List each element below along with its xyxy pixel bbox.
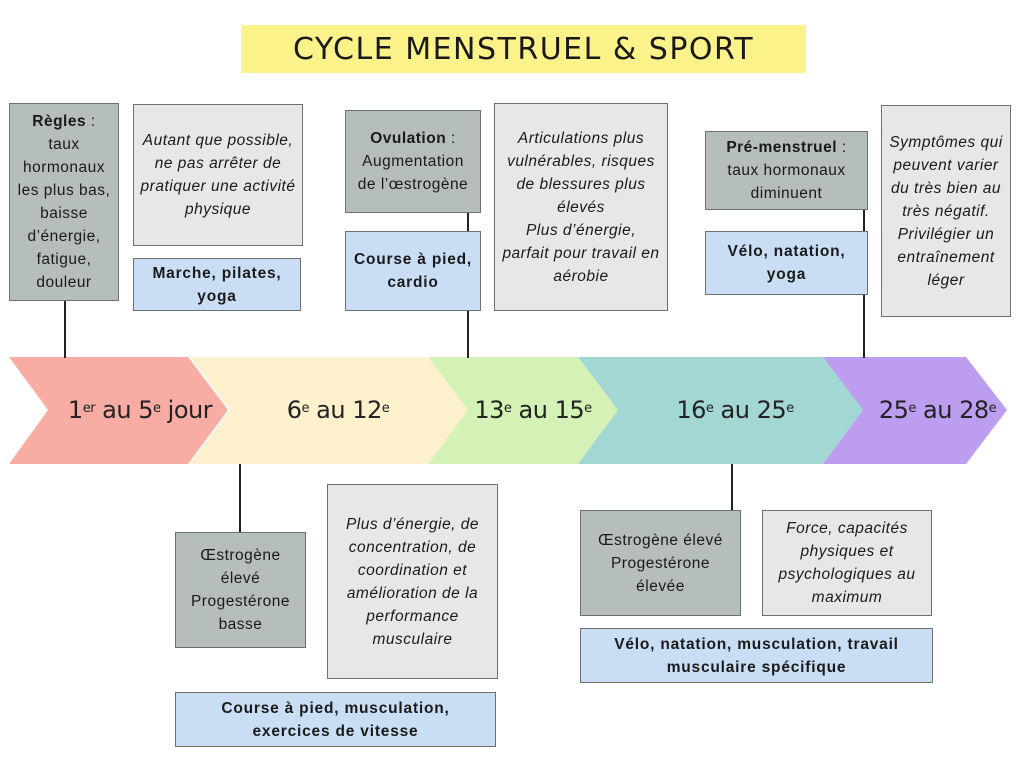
note-regles: Autant que possible, ne pas arrêter de p… [133,104,303,246]
phase-box-ovulation: Ovulation : Augmentation de l’œstrogène [345,110,481,213]
phase-name-regles: Règles [32,113,87,130]
phase-sep-ovulation: : [446,130,456,147]
sport-box-premenstruel: Vélo, natation, yoga [705,231,868,295]
note-luteal: Force, capacités physiques et psychologi… [762,510,932,616]
phase-sep-premenstruel: : [837,139,847,156]
sport-box-luteal: Vélo, natation, musculation, travail mus… [580,628,933,683]
phase-desc-ovulation: Augmentation de l’œstrogène [357,153,469,193]
note-ovulation: Articulations plus vulnérables, risques … [494,103,668,311]
hormones-box-follicular: Œstrogène élevé Progestérone basse [175,532,306,648]
connector-follicular [239,464,241,534]
phase-sep-regles: : [86,113,96,130]
hormones-box-luteal: Œstrogène élevé Progestérone élevée [580,510,741,616]
segment-2-shape [190,357,468,464]
phase-desc-premenstruel: taux hormonaux diminuent [727,162,846,202]
note-premenstruel: Symptômes qui peuvent varier du très bie… [881,105,1011,317]
phase-name-ovulation: Ovulation [370,130,447,147]
phase-box-premenstruel: Pré-menstruel : taux hormonaux diminuent [705,131,868,210]
segment-3-shape [428,357,618,464]
phase-name-premenstruel: Pré-menstruel [726,139,838,156]
connector-luteal [731,464,733,511]
segment-5-shape [823,357,1007,464]
segment-1-shape [9,357,228,464]
sport-box-follicular: Course à pied, musculation, exercices de… [175,692,496,747]
connector-regles [64,300,66,358]
phase-box-regles: Règles : taux hormonaux les plus bas, ba… [9,103,119,301]
phase-desc-regles: taux hormonaux les plus bas, baisse d’én… [17,136,111,291]
segment-4-shape [578,357,863,464]
sport-box-regles: Marche, pilates, yoga [133,258,301,311]
note-follicular: Plus d’énergie, de concentration, de coo… [327,484,498,679]
page-title: CYCLE MENSTRUEL & SPORT [241,25,806,73]
sport-box-ovulation: Course à pied, cardio [345,231,481,311]
